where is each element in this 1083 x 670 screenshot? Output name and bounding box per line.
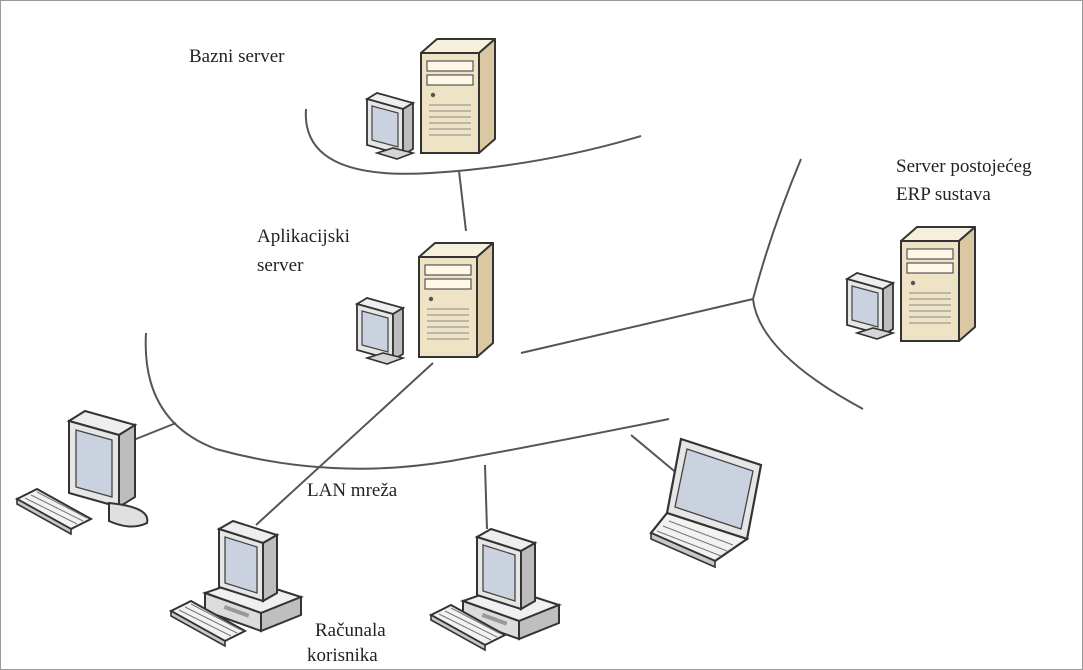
label-lan-mreza: LAN mreža — [307, 480, 398, 501]
base-server-monitor-icon — [366, 92, 414, 160]
base-server-tower-icon — [420, 38, 496, 154]
label-erp-server-line1: Server postojećeg — [896, 156, 1032, 177]
user-desktop-1-icon — [204, 520, 302, 632]
link-base-to-app — [458, 170, 467, 232]
erp-server-monitor-icon — [846, 272, 894, 340]
link-app-to-erp — [520, 298, 754, 354]
label-racunala-line2: korisnika — [307, 645, 378, 666]
label-aplikacijski-server-line1: Aplikacijski — [257, 226, 350, 247]
top-network-segment — [304, 108, 642, 175]
link-app-to-lan — [255, 362, 434, 526]
label-aplikacijski-server-line2: server — [257, 255, 304, 276]
label-bazni-server: Bazni server — [189, 46, 285, 67]
user-monitor-icon — [68, 410, 149, 528]
app-server-monitor-icon — [356, 297, 404, 365]
lan-network-segment — [144, 332, 670, 470]
label-racunala-line1: Računala — [315, 620, 386, 641]
app-server-tower-icon — [418, 242, 494, 358]
erp-server-tower-icon — [900, 226, 976, 342]
user-laptop-icon — [649, 437, 763, 569]
link-lan-to-desktop2 — [484, 464, 488, 530]
link-lan-to-monitor — [130, 422, 177, 442]
label-erp-server-line2: ERP sustava — [896, 184, 991, 205]
